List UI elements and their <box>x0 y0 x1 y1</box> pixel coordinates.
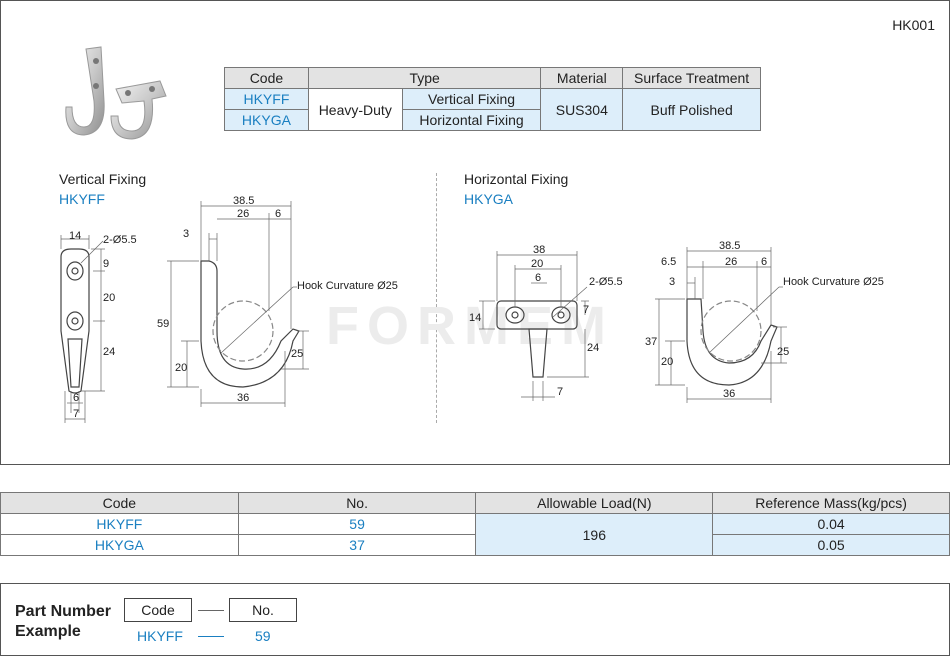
part-number-title: Part Number Example <box>15 602 111 642</box>
part-number-title-line: Part Number <box>15 603 112 620</box>
dim-text: 24 <box>587 342 599 354</box>
horizontal-code[interactable]: HKYGA <box>464 191 514 207</box>
dim-text: 36 <box>723 388 735 400</box>
code-cell[interactable]: HKYFF <box>0 513 239 535</box>
fixing-cell: Horizontal Fixing <box>401 109 542 131</box>
header-mass: Reference Mass(kg/pcs) <box>712 492 950 514</box>
dim-text: 7 <box>73 408 79 420</box>
dim-text: 24 <box>103 346 115 358</box>
header-no: No. <box>237 492 477 514</box>
dim-text: 26 <box>237 208 249 220</box>
dim-text: 20 <box>531 258 543 270</box>
no-box: No. <box>229 598 297 622</box>
dim-text: 36 <box>237 392 249 404</box>
dim-text: 37 <box>645 336 657 348</box>
code-cell[interactable]: HKYFF <box>224 88 309 110</box>
dim-text: 9 <box>103 258 109 270</box>
dim-text: 6 <box>275 208 281 220</box>
dim-text: 6.5 <box>661 256 676 268</box>
separator-line <box>198 610 224 611</box>
dim-text: 38.5 <box>719 240 740 252</box>
vertical-title: Vertical Fixing <box>59 171 147 187</box>
load-cell: 196 <box>475 513 714 556</box>
load-table: Code No. Allowable Load(N) Reference Mas… <box>0 492 950 556</box>
product-code: HK001 <box>892 17 935 33</box>
dim-text: 38.5 <box>233 195 254 207</box>
dim-text: 7 <box>557 386 563 398</box>
dim-text: 38 <box>533 244 545 256</box>
horizontal-title: Horizontal Fixing <box>464 171 569 187</box>
dim-text: 2-Ø5.5 <box>589 276 623 288</box>
section-divider <box>436 173 437 423</box>
dim-text: 20 <box>175 362 187 374</box>
dim-text: 26 <box>725 256 737 268</box>
vertical-code[interactable]: HKYFF <box>59 191 105 207</box>
dim-text: 25 <box>291 348 303 360</box>
type-group-cell: Heavy-Duty <box>307 88 403 131</box>
separator-line <box>198 636 224 637</box>
dim-text: 6 <box>761 256 767 268</box>
dim-text: 2-Ø5.5 <box>103 234 137 246</box>
no-example[interactable]: 59 <box>255 628 271 644</box>
dim-text: 20 <box>661 356 673 368</box>
no-cell[interactable]: 37 <box>237 534 477 556</box>
spec-table: Code Type Material Surface Treatment HKY… <box>224 67 761 131</box>
fixing-cell: Vertical Fixing <box>401 88 542 110</box>
dim-text: 14 <box>469 312 481 324</box>
no-cell[interactable]: 59 <box>237 513 477 535</box>
dim-text: 25 <box>777 346 789 358</box>
specification-panel: HK001 Code Type Material Surface Treatme… <box>0 0 950 465</box>
code-cell[interactable]: HKYGA <box>0 534 239 556</box>
header-surface: Surface Treatment <box>622 67 761 89</box>
code-cell[interactable]: HKYGA <box>224 109 309 131</box>
dim-text: 7 <box>583 304 589 316</box>
header-load: Allowable Load(N) <box>475 492 714 514</box>
dim-text: 6 <box>73 392 79 404</box>
dim-text: 3 <box>669 276 675 288</box>
header-type: Type <box>307 67 542 89</box>
vertical-fixing-drawing: 14 2-Ø5.5 9 20 24 6 7 38.5 26 6 3 59 20 … <box>60 195 398 423</box>
code-example[interactable]: HKYFF <box>137 628 183 644</box>
watermark-logo: FORMEM <box>326 296 614 356</box>
material-cell: SUS304 <box>540 88 624 131</box>
dim-text: 59 <box>157 318 169 330</box>
header-code: Code <box>0 492 239 514</box>
header-code: Code <box>224 67 309 89</box>
curvature-label: Hook Curvature Ø25 <box>783 276 884 288</box>
dim-text: 6 <box>535 272 541 284</box>
header-material: Material <box>540 67 624 89</box>
mass-cell: 0.04 <box>712 513 950 535</box>
dim-text: 20 <box>103 292 115 304</box>
surface-cell: Buff Polished <box>622 88 761 131</box>
dim-text: 3 <box>183 228 189 240</box>
horizontal-fixing-drawing: 38 20 6 2-Ø5.5 14 7 24 7 38.5 6.5 26 6 3… <box>469 240 884 403</box>
product-photo <box>65 46 167 140</box>
curvature-label: Hook Curvature Ø25 <box>297 280 398 292</box>
dim-text: 14 <box>69 230 81 242</box>
mass-cell: 0.05 <box>712 534 950 556</box>
part-number-title-line: Example <box>15 623 81 640</box>
code-box: Code <box>124 598 192 622</box>
part-number-panel: Part Number Example Code No. HKYFF 59 <box>0 583 950 656</box>
